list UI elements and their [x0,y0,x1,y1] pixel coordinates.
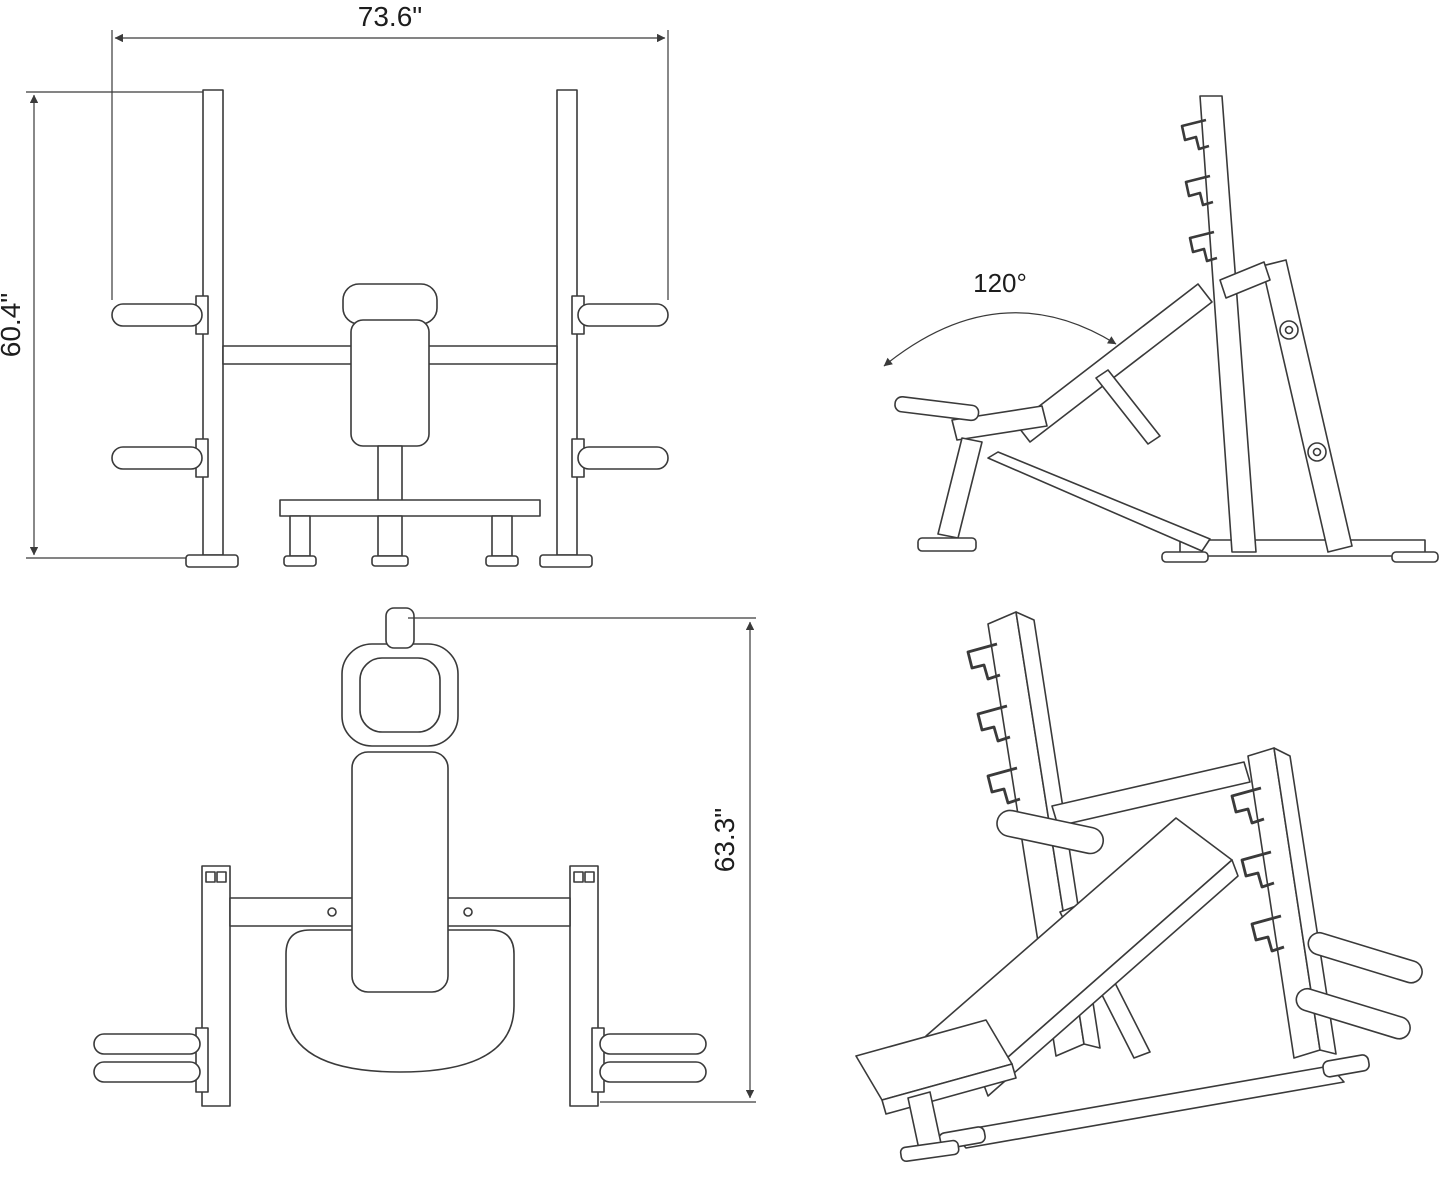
front-leg [937,437,983,539]
leg [289,515,311,557]
upright-fitting [216,871,227,883]
j-hook [1240,850,1275,889]
j-hook [1188,230,1218,263]
bolt [463,907,473,917]
foot [917,537,977,552]
bolt-hole [1312,447,1322,457]
bolt [327,907,337,917]
weight-horn [93,1061,201,1083]
weight-horn [111,303,203,327]
weight-horn [93,1033,201,1055]
j-hook [1250,914,1285,953]
isometric-view [855,611,1423,1163]
width-dimension-label: 73.6" [358,1,422,32]
foot [899,1139,960,1163]
weight-horn [111,446,203,470]
angle-arc [883,312,1117,367]
rear-support [1261,259,1353,553]
foot [1322,1054,1370,1078]
pad-bracket [1095,369,1161,445]
support-tube [996,809,1105,855]
leg [491,515,513,557]
weight-horn [1307,931,1423,984]
rack-upright [1199,95,1257,553]
leg [377,515,403,557]
height-dimension-label: 60.4" [0,293,26,357]
angle-dimension-label: 120° [973,268,1027,298]
back-pad-edge [981,859,1239,1097]
upright-fitting [573,871,584,883]
rack-post-side [1273,747,1337,1055]
j-hook [1184,174,1214,207]
height-dimension: 60.4" [0,91,203,559]
foot [485,555,519,567]
weight-horn [1295,987,1411,1040]
weight-horn [599,1061,707,1083]
upright-fitting [205,871,216,883]
bolt-hole [1284,325,1294,335]
top-view-bench-drawing [93,607,707,1107]
head-pad [342,283,438,325]
weight-horn [577,303,669,327]
width-dimension: 73.6" [111,1,669,300]
side-view-bench-drawing [894,95,1439,563]
back-pad [350,319,430,447]
angle-dimension: 120° [883,268,1117,367]
depth-dimension: 63.3" [408,617,756,1103]
foot [371,555,409,567]
j-hook [976,704,1011,743]
head-rest-bar [894,396,980,422]
connector [1219,261,1271,299]
crossbeam [1051,761,1251,827]
seat-beam [279,499,541,517]
depth-dimension-label: 63.3" [709,808,740,872]
j-hook [1180,118,1210,151]
j-hook [986,766,1021,805]
j-hook [966,642,1001,681]
pad-post [377,445,403,505]
side-view: 120° [883,95,1439,563]
foot [185,554,239,568]
foot [283,555,317,567]
head-pad-stem [385,607,415,649]
weight-horn [577,446,669,470]
head-pad-contour [359,657,441,733]
base-platform [285,929,515,1073]
back-pad [351,751,449,993]
foot [1391,551,1439,563]
front-view: 73.6" 60.4" [0,1,669,568]
upright-fitting [584,871,595,883]
base-rail [1179,539,1426,557]
foot [1161,551,1209,563]
front-view-bench-drawing [111,89,669,568]
foot [539,554,593,568]
seat-pad [951,405,1048,441]
j-hook [1230,786,1265,825]
weight-horn [599,1033,707,1055]
top-view: 63.3" [93,607,756,1107]
frame-member [987,451,1211,552]
